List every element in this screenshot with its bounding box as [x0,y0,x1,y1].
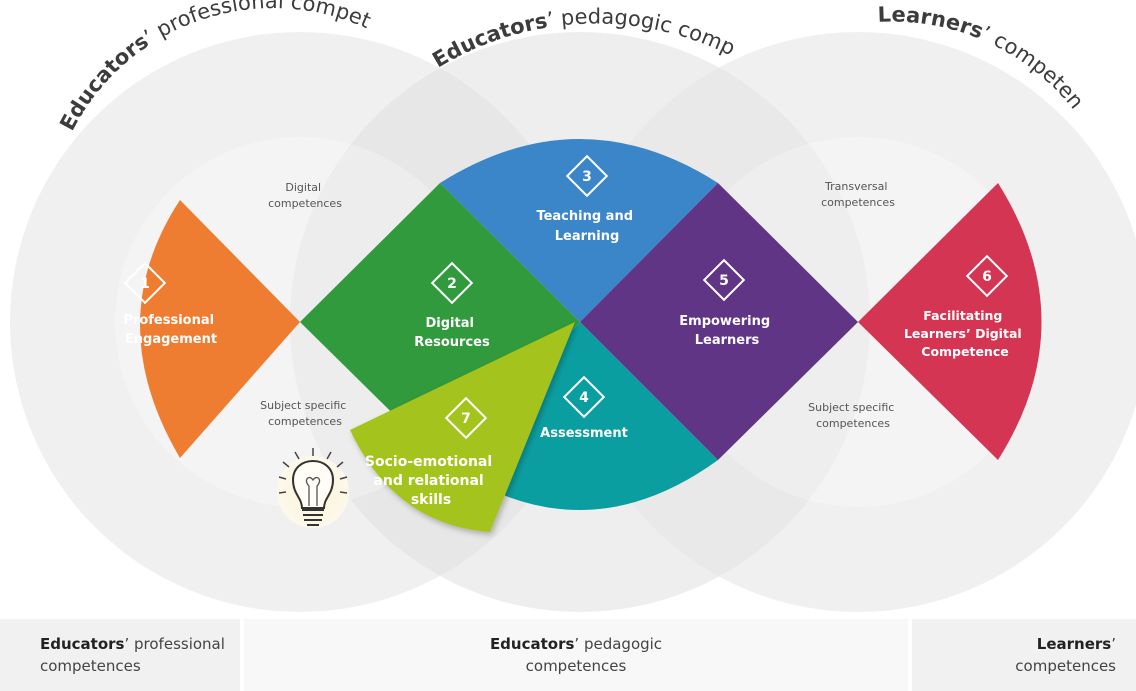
badge-number: 5 [719,273,729,289]
badge-number: 4 [579,390,589,406]
area-title-digital-resources: Digital Resources [414,316,490,350]
label-subject-specific-right: Subject specific competences [808,401,898,430]
footer-learners-line1: Learners’ [1036,635,1116,653]
footer-cell-professional: Educators’ professional competences [0,619,240,691]
badge-number: 3 [582,169,592,185]
badge-number: 6 [982,269,992,285]
footer-professional-line1: Educators’ professional [40,635,225,653]
badge-6: 6 [965,254,1009,298]
area-shape-teaching-learning [440,139,718,322]
area-title-assessment: Assessment [540,426,628,441]
area-title-professional-engagement: Professional Engagement [123,313,218,347]
area-title-teaching-learning: Teaching and Learning [536,209,637,244]
badge-3: 3 [565,154,609,198]
area-title-facilitating-competence: Facilitating Learners’ Digital Competenc… [904,308,1026,359]
area-shape-professional-engagement [140,200,300,458]
label-digital-competences: Digital competences [268,181,342,210]
competence-diagram: Educators’ professional competences Educ… [0,0,1136,612]
area-title-empowering-learners: Empowering Learners [679,314,774,348]
badge-4: 4 [562,375,606,419]
badge-number: 1 [140,276,150,292]
area-shape-socio-emotional [350,322,575,532]
area-title-socio-emotional: Socio-emotional and relational skills [365,454,497,508]
area-shape-facilitating-competence [858,183,1042,460]
badge-5: 5 [702,258,746,302]
badge-number: 7 [461,411,471,427]
lightbulb-icon [277,448,349,528]
footer-professional-line2: competences [40,657,141,675]
area-shape-empowering-learners [580,183,858,460]
footer-pedagogic-line1: Educators’ pedagogic [489,635,663,653]
footer-cell-learners: Learners’ competences [912,619,1136,691]
label-transversal-competences: Transversal competences [821,180,895,209]
badge-number: 2 [447,276,457,292]
badge-7: 7 [444,396,488,440]
footer-learners-line2: competences [1015,657,1116,675]
label-subject-specific-left: Subject specific competences [260,399,350,428]
footer-cell-pedagogic: Educators’ pedagogic competences [244,619,908,691]
footer-pedagogic-line2: competences [525,657,627,675]
badge-2: 2 [430,261,474,305]
footer-bar: Educators’ professional competences Educ… [0,619,1136,691]
badge-1: 1 [123,261,167,305]
